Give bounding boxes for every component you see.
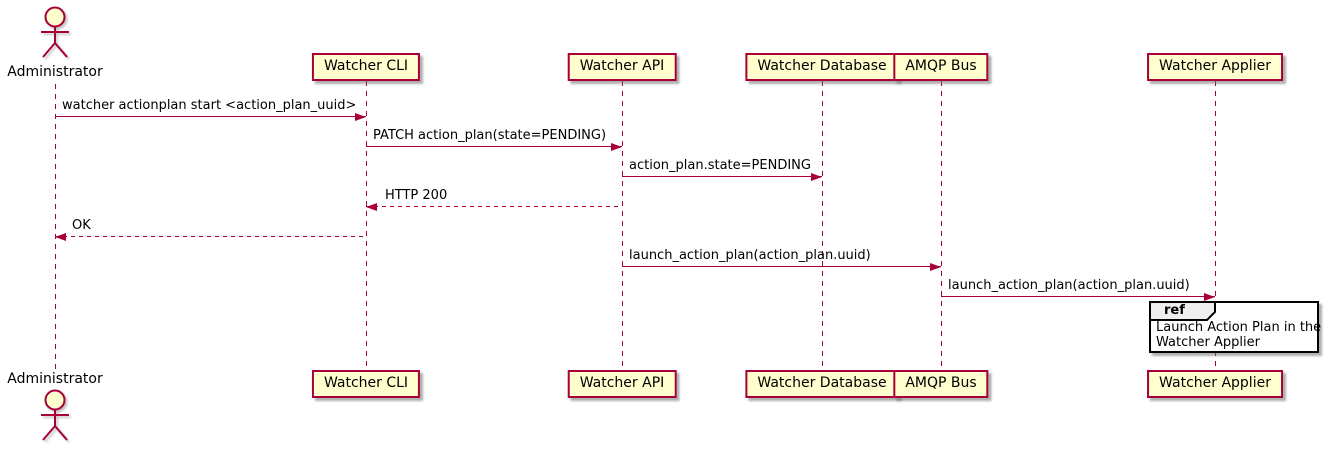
- arrowhead-right-icon: [611, 143, 622, 151]
- message-2-label: PATCH action_plan(state=PENDING): [373, 128, 607, 143]
- participant-bottom-watcher-cli: Watcher CLI: [311, 370, 421, 398]
- lifeline-watcher-database: [822, 81, 823, 370]
- ref-keyword: ref: [1164, 303, 1185, 318]
- arrowhead-left-icon: [55, 233, 66, 241]
- ref-text: Launch Action Plan in the Watcher Applie…: [1156, 320, 1321, 350]
- arrowhead-right-icon: [811, 173, 822, 181]
- message-1-line: [55, 116, 366, 117]
- message-2-line: [366, 146, 622, 147]
- message-1-label: watcher actionplan start <action_plan_uu…: [62, 98, 357, 113]
- arrowhead-right-icon: [930, 263, 941, 271]
- ref-text-line1: Launch Action Plan in the: [1156, 320, 1322, 335]
- message-4-label: HTTP 200: [385, 188, 448, 203]
- participant-top-watcher-applier: Watcher Applier: [1147, 53, 1283, 81]
- ref-text-line2: Watcher Applier: [1156, 335, 1260, 350]
- message-4: HTTP 200: [366, 187, 622, 211]
- message-6-line: [622, 266, 941, 267]
- message-7-line: [941, 296, 1215, 297]
- message-6: launch_action_plan(action_plan.uuid): [622, 247, 941, 271]
- administrator-actor-icon: [41, 389, 69, 441]
- message-5: OK: [55, 217, 366, 241]
- message-2: PATCH action_plan(state=PENDING): [366, 127, 622, 151]
- arrowhead-right-icon: [355, 113, 366, 121]
- ref-tab-icon: [1149, 301, 1216, 321]
- message-6-label: launch_action_plan(action_plan.uuid): [629, 248, 871, 263]
- message-3: action_plan.state=PENDING: [622, 157, 822, 181]
- message-5-line: [55, 236, 366, 237]
- message-4-line: [366, 206, 622, 207]
- participant-bottom-watcher-api: Watcher API: [567, 370, 677, 398]
- actor-label-bottom: Administrator: [7, 371, 103, 387]
- administrator-actor-icon: [41, 6, 69, 58]
- lifeline-watcher-applier: [1215, 81, 1216, 370]
- message-1: watcher actionplan start <action_plan_uu…: [55, 97, 366, 121]
- message-7-label: launch_action_plan(action_plan.uuid): [948, 278, 1190, 293]
- lifeline-watcher-cli: [366, 81, 367, 370]
- message-3-line: [622, 176, 822, 177]
- message-7: launch_action_plan(action_plan.uuid): [941, 277, 1215, 301]
- arrowhead-right-icon: [1204, 293, 1215, 301]
- participant-bottom-amqp-bus: AMQP Bus: [893, 370, 989, 398]
- actor-label-top: Administrator: [7, 64, 103, 80]
- participant-top-watcher-cli: Watcher CLI: [311, 53, 421, 81]
- participant-top-watcher-database: Watcher Database: [745, 53, 899, 81]
- participant-bottom-watcher-database: Watcher Database: [745, 370, 899, 398]
- ref-fragment: ref Launch Action Plan in the Watcher Ap…: [1149, 301, 1321, 353]
- message-5-label: OK: [72, 218, 91, 233]
- arrowhead-left-icon: [366, 203, 377, 211]
- lifeline-watcher-api: [622, 81, 623, 370]
- message-3-label: action_plan.state=PENDING: [629, 158, 811, 173]
- lifeline-amqp-bus: [941, 81, 942, 370]
- participant-bottom-watcher-applier: Watcher Applier: [1147, 370, 1283, 398]
- participant-top-amqp-bus: AMQP Bus: [893, 53, 989, 81]
- participant-top-watcher-api: Watcher API: [567, 53, 677, 81]
- lifeline-administrator: [55, 84, 56, 370]
